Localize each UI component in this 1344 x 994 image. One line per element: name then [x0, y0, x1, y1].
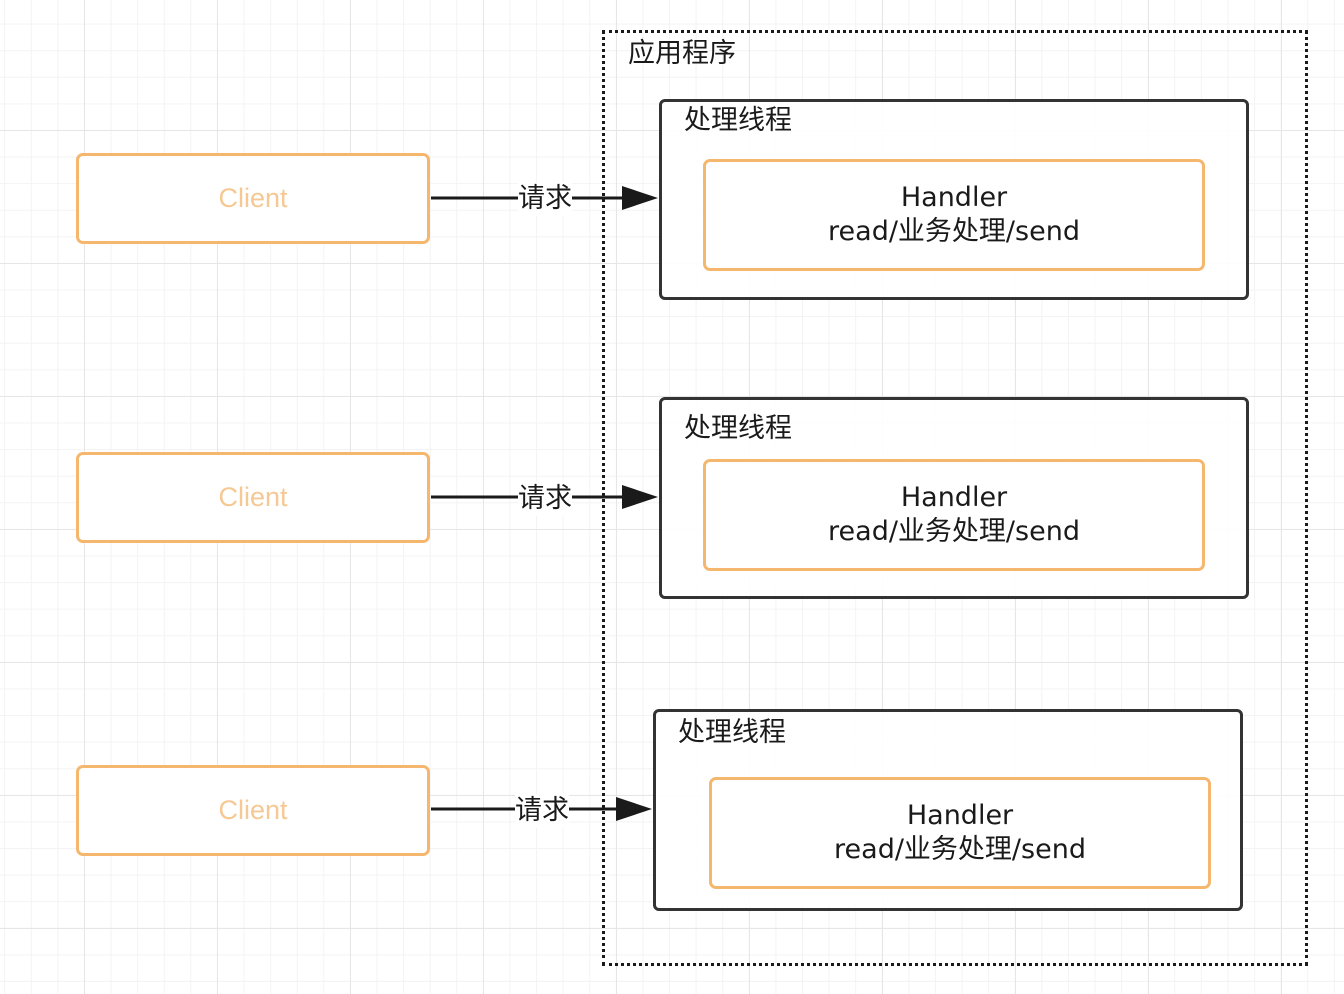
handler-steps: read/业务处理/send — [828, 516, 1080, 547]
arrowhead-icon — [616, 797, 652, 821]
edge-label-request: 请求 — [518, 182, 572, 216]
handler-name: Handler — [900, 182, 1008, 213]
thread-title: 处理线程 — [684, 413, 792, 444]
handler-node-3[interactable]: Handler read/业务处理/send — [709, 777, 1211, 889]
edge-label-request: 请求 — [518, 482, 572, 516]
client-node-3[interactable]: Client — [76, 765, 430, 856]
client-label: Client — [218, 482, 288, 512]
arrowhead-icon — [622, 485, 658, 509]
thread-title: 处理线程 — [684, 105, 792, 136]
client-label: Client — [218, 795, 288, 825]
handler-name: Handler — [906, 800, 1014, 831]
application-title: 应用程序 — [628, 38, 736, 69]
handler-node-2[interactable]: Handler read/业务处理/send — [703, 459, 1205, 571]
client-node-2[interactable]: Client — [76, 452, 430, 543]
arrowhead-icon — [622, 186, 658, 210]
thread-title: 处理线程 — [678, 717, 786, 748]
client-node-1[interactable]: Client — [76, 153, 430, 244]
edge-label-request: 请求 — [515, 794, 569, 828]
client-label: Client — [218, 183, 288, 213]
handler-name: Handler — [900, 482, 1008, 513]
handler-steps: read/业务处理/send — [834, 834, 1086, 865]
handler-steps: read/业务处理/send — [828, 216, 1080, 247]
handler-node-1[interactable]: Handler read/业务处理/send — [703, 159, 1205, 271]
